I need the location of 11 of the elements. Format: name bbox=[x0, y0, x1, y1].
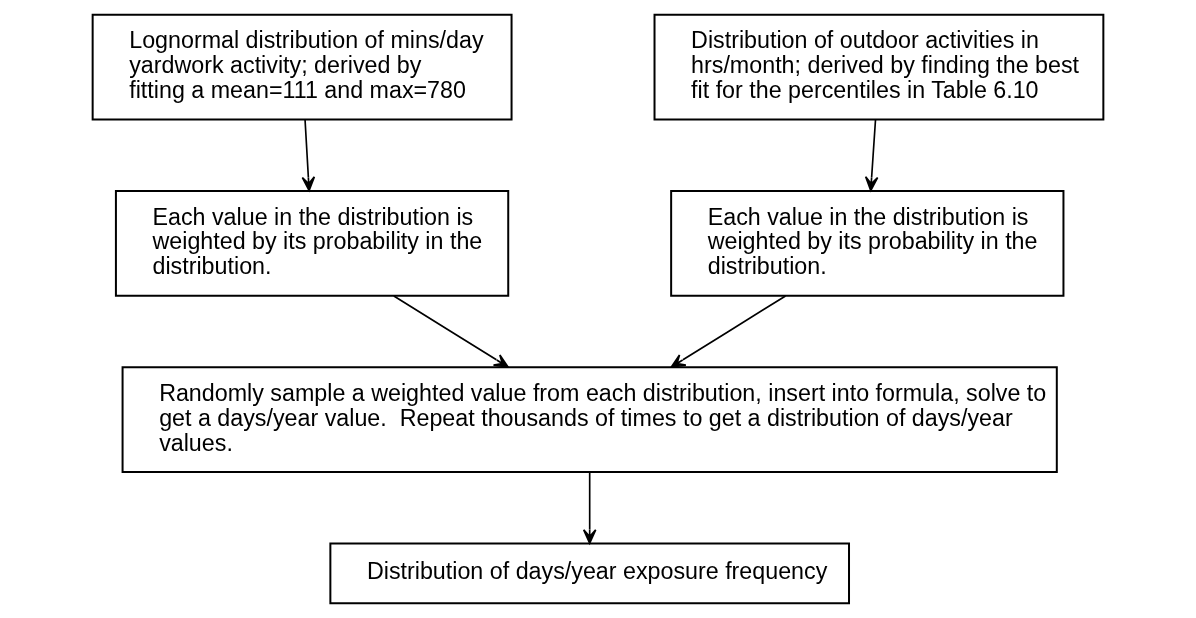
arrow bbox=[582, 471, 597, 544]
node-box: Each value in the distribution is weighted by its probability in the distribution. bbox=[114, 189, 510, 297]
node-box: Distribution of outdoor activities in hrs/month; derived by finding the best fit for the percentiles in Table 6.10 bbox=[653, 13, 1105, 121]
arrow bbox=[670, 295, 787, 368]
node-box: Distribution of days/year exposure frequency bbox=[329, 542, 850, 605]
arrow bbox=[301, 118, 316, 192]
node-box: Randomly sample a weighted value from each distribution, insert into formula, solve to get a days/year value. Repeat thousands of times to get a distribution of days/year values. bbox=[121, 366, 1058, 473]
arrow bbox=[864, 118, 879, 192]
node-box: Lognormal distribution of mins/day yardwork activity; derived by fitting a mean=111 and max=780 bbox=[91, 13, 513, 121]
node-box: Each value in the distribution is weighted by its probability in the distribution. bbox=[670, 189, 1065, 297]
arrow bbox=[393, 295, 509, 368]
